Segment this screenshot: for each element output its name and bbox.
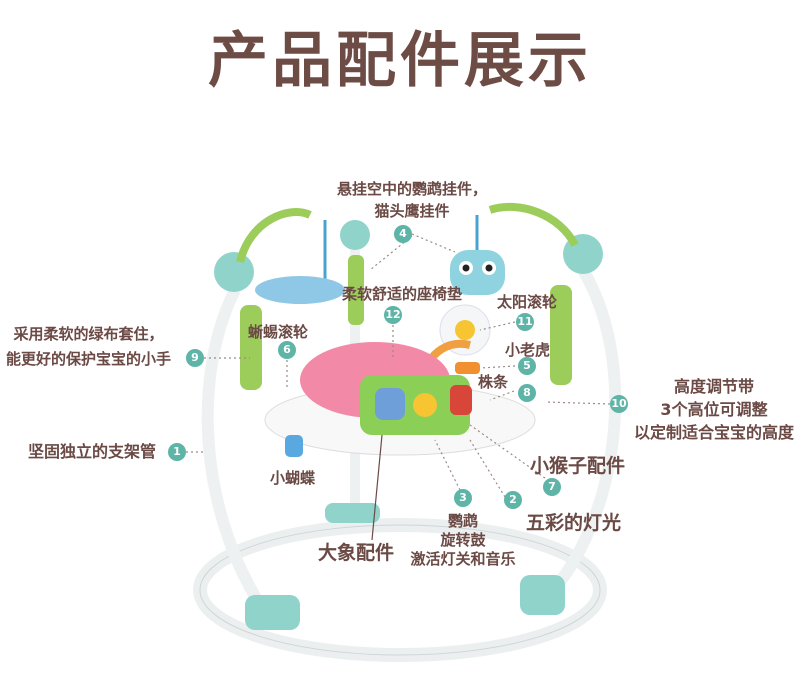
badge-12: 12 bbox=[384, 306, 402, 324]
callout-line: 高度调节带 bbox=[673, 377, 755, 396]
callout-7-label: 小猴子配件 bbox=[530, 455, 626, 477]
monkey-toy bbox=[450, 385, 472, 415]
badge-5: 5 bbox=[518, 357, 536, 375]
badge-4: 4 bbox=[394, 225, 412, 243]
elephant-label: 大象配件 bbox=[318, 542, 395, 564]
support-tube-right bbox=[540, 261, 622, 605]
knob-back bbox=[340, 220, 370, 250]
badge-7: 7 bbox=[543, 478, 561, 496]
page-title: 产品配件展示 bbox=[208, 26, 592, 96]
fabric-cover-right bbox=[550, 285, 572, 385]
callout-6-label: 蜥蜴滚轮 bbox=[248, 323, 309, 341]
elephant-toy bbox=[375, 388, 405, 420]
callout-4-label: 悬挂空中的鹦鹉挂件， 猫头鹰挂件 bbox=[337, 178, 487, 222]
badge-11: 11 bbox=[516, 313, 534, 331]
toy-arch-left bbox=[236, 208, 312, 264]
badge-6: 6 bbox=[278, 341, 296, 359]
support-tube-left bbox=[201, 287, 275, 624]
parrot-toy bbox=[255, 276, 345, 304]
callout-3-label: 鹦鹉 旋转鼓 激活灯关和音乐 bbox=[410, 512, 515, 569]
callout-11-label: 太阳滚轮 bbox=[497, 293, 558, 311]
callout-10-label: 高度调节带 3个高位可调整 以定制适合宝宝的高度 bbox=[634, 375, 794, 444]
badge-3: 3 bbox=[454, 489, 472, 507]
butterfly-toy bbox=[285, 435, 303, 457]
fabric-cover-back bbox=[348, 255, 364, 325]
tiger-toy bbox=[455, 362, 480, 374]
toy-arch-right bbox=[488, 202, 579, 247]
knob-left bbox=[214, 252, 254, 292]
foot-back bbox=[325, 503, 380, 523]
callout-1-label: 坚固独立的支架管 bbox=[28, 442, 157, 461]
foot-left bbox=[245, 595, 300, 630]
badge-10: 10 bbox=[610, 395, 628, 413]
callout-line: 旋转鼓 bbox=[440, 531, 486, 549]
badge-9: 9 bbox=[186, 349, 204, 367]
badge-2: 2 bbox=[504, 491, 522, 509]
foot-right bbox=[520, 575, 565, 615]
callout-8-label: 株条 bbox=[478, 373, 509, 391]
fabric-cover-left bbox=[240, 305, 262, 390]
callout-line: 激活灯关和音乐 bbox=[410, 550, 516, 568]
callout-2-label: 五彩的灯光 bbox=[526, 512, 622, 534]
callout-line: 悬挂空中的鹦鹉挂件， bbox=[336, 180, 488, 198]
callout-line: 猫头鹰挂件 bbox=[374, 202, 450, 220]
callout-line: 能更好的保护宝宝的小手 bbox=[6, 350, 172, 368]
parrot-drum bbox=[413, 393, 437, 417]
owl-toy bbox=[450, 250, 505, 295]
callout-12-label: 柔软舒适的座椅垫 bbox=[342, 285, 463, 303]
callout-9-label: 采用柔软的绿布套住， 能更好的保护宝宝的小手 bbox=[6, 322, 171, 372]
callout-line: 3个高位可调整 bbox=[660, 400, 768, 419]
badge-1: 1 bbox=[168, 443, 186, 461]
callout-line: 以定制适合宝宝的高度 bbox=[633, 423, 795, 442]
callout-line: 鹦鹉 bbox=[447, 512, 479, 530]
badge-8: 8 bbox=[518, 384, 536, 402]
callout-line: 采用柔软的绿布套住， bbox=[13, 325, 164, 343]
callout-5-label: 小老虎 bbox=[505, 341, 551, 359]
butterfly-label: 小蝴蝶 bbox=[270, 469, 316, 487]
